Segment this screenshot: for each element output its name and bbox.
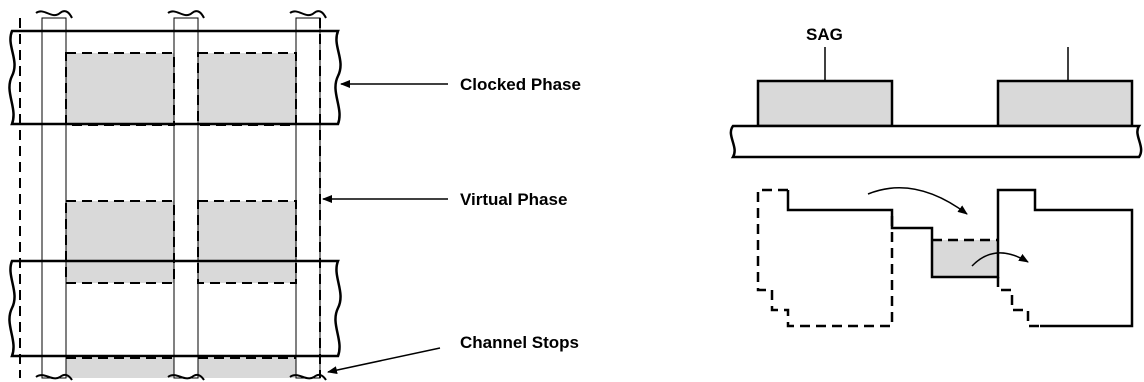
pixel-cell bbox=[198, 53, 296, 125]
channel-stop-column bbox=[173, 17, 199, 379]
pixel-cell bbox=[66, 201, 174, 283]
break-mark bbox=[167, 373, 205, 381]
break-mark bbox=[167, 10, 205, 19]
pixel-cells bbox=[66, 53, 296, 378]
cross-section-view: SAG bbox=[729, 25, 1143, 328]
virtual-phase-box bbox=[197, 52, 297, 126]
pixel-array-top-view: Clocked Phase Virtual Phase Channel Stop… bbox=[8, 10, 581, 381]
break-mark bbox=[289, 10, 327, 19]
break-mark bbox=[289, 373, 327, 381]
break-mark bbox=[35, 373, 73, 381]
channel-stop-columns bbox=[41, 17, 321, 379]
sag-label: SAG bbox=[806, 25, 843, 44]
break-mark bbox=[35, 10, 73, 19]
virtual-phase-box bbox=[197, 200, 297, 284]
virtual-phase-label: Virtual Phase bbox=[460, 190, 567, 209]
channel-stop-column bbox=[295, 17, 321, 379]
gate-electrode-right bbox=[996, 79, 1134, 128]
clocked-electrode-lower bbox=[8, 259, 342, 358]
label-arrows bbox=[322, 80, 448, 375]
potential-dashed-left bbox=[756, 188, 894, 328]
pixel-cell bbox=[66, 358, 174, 378]
clocked-phase-electrodes bbox=[8, 29, 342, 358]
break-marks bbox=[35, 10, 327, 381]
clocked-phase-label: Clocked Phase bbox=[460, 75, 581, 94]
transfer-arrow bbox=[971, 252, 1029, 267]
gate-electrode-left bbox=[756, 79, 894, 128]
clocked-electrode-upper bbox=[8, 29, 342, 126]
pixel-cell bbox=[198, 201, 296, 283]
channel-stops-label: Channel Stops bbox=[460, 333, 579, 352]
potential-dashed-right bbox=[996, 277, 1040, 328]
charge-packet bbox=[932, 240, 998, 277]
pixel-cell bbox=[198, 358, 296, 378]
transfer-arrow bbox=[867, 187, 968, 215]
virtual-phase-box bbox=[65, 200, 175, 284]
channel-stop-column bbox=[41, 17, 67, 379]
channel-stops-arrow bbox=[327, 347, 441, 375]
pixel-cell bbox=[66, 53, 174, 125]
substrate-slab bbox=[729, 124, 1143, 159]
potential-profile bbox=[756, 188, 1134, 328]
charge-transfer-arrows bbox=[867, 187, 1029, 267]
